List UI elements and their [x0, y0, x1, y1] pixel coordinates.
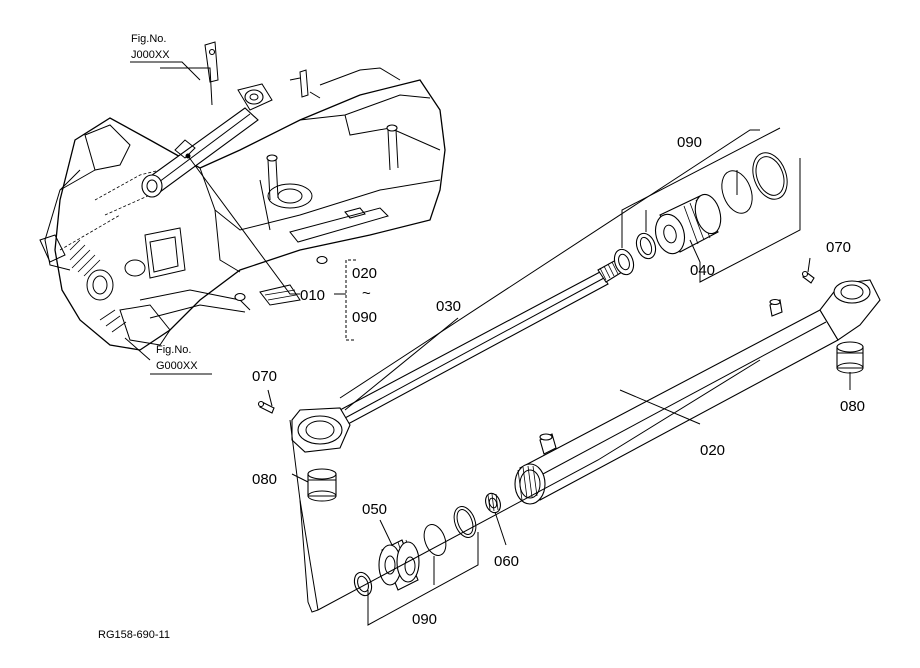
callout-030: 030 — [436, 298, 461, 315]
figure-reference-j: Fig.No. J000XX — [130, 33, 201, 81]
callout-080-right: 080 — [840, 398, 865, 415]
callout-090-top: 090 — [677, 134, 702, 151]
seal-ring-top-small — [613, 248, 635, 276]
callout-090-bottom: 090 — [412, 611, 437, 628]
fig-ref-label: Fig.No. — [131, 33, 166, 45]
seal-ring-top-outer — [752, 152, 788, 200]
callout-010: 010 — [300, 287, 325, 304]
callout-090-bottom-bracket — [367, 532, 479, 626]
range-bracket — [334, 259, 356, 341]
nut-060 — [485, 492, 501, 514]
bushing-080-left — [307, 468, 337, 502]
seal-ring-top-large — [721, 170, 753, 214]
callout-060: 060 — [494, 553, 519, 570]
callout-080-left: 080 — [252, 471, 277, 488]
callout-range-tilde: ~ — [362, 285, 371, 302]
piston-rod-030 — [291, 259, 623, 453]
fig-ref-number: J000XX — [131, 49, 170, 61]
callout-range-end: 090 — [352, 309, 377, 326]
seal-ring-bottom-mid — [423, 524, 447, 556]
loader-frame-illustration — [39, 41, 446, 361]
bushing-080-right — [836, 341, 864, 374]
rod-guide-050 — [378, 539, 420, 591]
leader-lines — [267, 129, 851, 613]
cylinder-tube-020 — [514, 279, 881, 505]
grease-nipple-070-left — [257, 400, 275, 414]
callout-040: 040 — [690, 262, 715, 279]
fig-ref-number: G000XX — [156, 360, 198, 372]
seal-ring-bottom-outer — [453, 506, 477, 538]
grease-nipple-070-right — [801, 270, 815, 284]
piston-040 — [654, 193, 722, 255]
callout-070-right: 070 — [826, 239, 851, 256]
figure-reference-g: Fig.No. G000XX — [150, 344, 212, 375]
callout-050: 050 — [362, 501, 387, 518]
figure-ref-code: RG158-690-11 — [98, 629, 170, 641]
seal-ring-bottom-small — [353, 571, 373, 597]
callout-range-start: 020 — [352, 265, 377, 282]
callout-070-left: 070 — [252, 368, 277, 385]
callout-020: 020 — [700, 442, 725, 459]
fig-ref-label: Fig.No. — [156, 344, 191, 356]
callout-090-top-bracket — [621, 127, 801, 283]
seal-ring-top-2 — [635, 232, 657, 260]
